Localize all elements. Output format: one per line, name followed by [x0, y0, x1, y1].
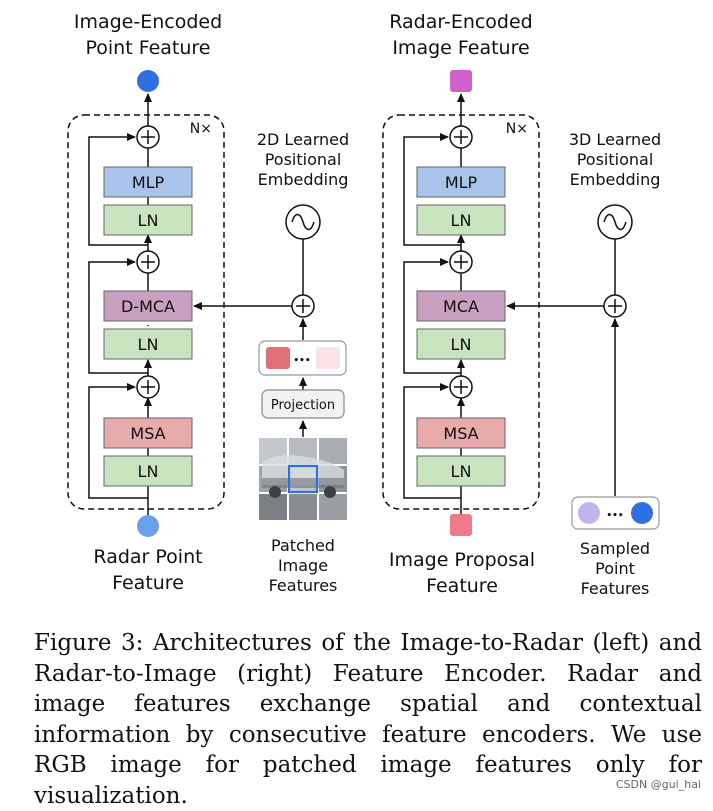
- right-pos-add: [603, 294, 627, 318]
- left-residual-add-mid: [136, 250, 160, 274]
- right-side-label-line3: Features: [581, 579, 650, 598]
- left-residual-add-bot: [136, 375, 160, 399]
- projection-label: Projection: [271, 398, 335, 413]
- left-residual-add-top: [136, 125, 160, 149]
- right-output-token: [450, 70, 472, 92]
- left-input-label-line2: Feature: [112, 572, 184, 594]
- right-residual-add-bot: [449, 375, 473, 399]
- right-ln-bot-label: LN: [451, 462, 472, 481]
- left-output-label-line2: Point Feature: [85, 37, 210, 59]
- left-input-token: [137, 515, 159, 537]
- right-input-token: [450, 514, 472, 536]
- right-mca-block: [416, 290, 506, 322]
- right-input-label-line1: Image Proposal: [389, 549, 535, 571]
- right-ln-bot-block: [416, 455, 506, 487]
- left-input-label-line1: Radar Point: [93, 546, 202, 568]
- left-side-label-line3: Features: [269, 576, 338, 595]
- sinusoid-icon: [285, 204, 321, 240]
- right-mca-label: MCA: [443, 297, 479, 316]
- patched-image-grid: [259, 438, 347, 520]
- left-ln-mid-block: [103, 328, 193, 360]
- projection-block: [261, 389, 345, 419]
- right-output-label-line1: Radar-Encoded: [389, 11, 533, 33]
- left-skip-top: [88, 133, 148, 246]
- right-skip-top: [403, 133, 461, 246]
- left-token-ellipsis: •••: [293, 356, 310, 366]
- point-token-strong: [631, 502, 653, 524]
- right-side-input: 3D Learned Positional Embedding ••• Samp…: [506, 130, 661, 598]
- left-pos-embed-line3: Embedding: [258, 170, 349, 189]
- left-ln-top-label: LN: [138, 211, 159, 230]
- right-mlp-block: [416, 166, 506, 198]
- right-repeat-label: N×: [506, 121, 528, 137]
- left-pos-embed-line1: 2D Learned: [257, 130, 349, 149]
- left-encoder-frame: [67, 114, 225, 510]
- left-ln-top-block: [103, 204, 193, 236]
- left-output-label-line1: Image-Encoded: [74, 11, 222, 33]
- left-side-label-line2: Image: [278, 556, 328, 575]
- left-token-sequence: •••: [258, 340, 347, 376]
- sinusoid-icon: [597, 204, 633, 240]
- left-mlp-label: MLP: [132, 173, 165, 192]
- right-pos-embed-line1: 3D Learned: [569, 130, 661, 149]
- right-residual-add-top: [449, 125, 473, 149]
- right-point-sequence: •••: [571, 496, 660, 530]
- left-dmca-label: D-MCA: [121, 297, 175, 316]
- token-strong: [266, 347, 290, 369]
- left-output-token: [137, 70, 159, 92]
- right-ln-mid-block: [416, 328, 506, 360]
- right-msa-block: [416, 417, 506, 449]
- left-repeat-label: N×: [190, 121, 212, 137]
- left-skip-middle: [88, 258, 148, 374]
- right-skip-middle: [403, 258, 461, 374]
- encoder-architecture-diagram: Image-Encoded Point Feature N× MLP LN D-…: [67, 11, 661, 598]
- figure-caption: Figure 3: Architectures of the Image-to-…: [34, 630, 702, 809]
- right-mlp-label: MLP: [445, 173, 478, 192]
- right-pos-embed-line3: Embedding: [570, 170, 661, 189]
- right-input-label-line2: Feature: [426, 575, 498, 597]
- right-ln-mid-label: LN: [451, 335, 472, 354]
- image-to-radar-encoder: Image-Encoded Point Feature N× MLP LN D-…: [67, 11, 225, 594]
- left-mlp-block: [103, 166, 193, 198]
- right-ln-top-block: [416, 204, 506, 236]
- right-skip-bottom: [403, 383, 461, 499]
- left-side-label-line1: Patched: [271, 536, 335, 555]
- left-msa-label: MSA: [130, 424, 165, 443]
- selected-patch: [287, 464, 319, 494]
- right-residual-add-mid: [449, 250, 473, 274]
- token-faint: [316, 347, 340, 369]
- right-side-label-line2: Point: [595, 559, 635, 578]
- left-pos-embed-line2: Positional: [265, 150, 342, 169]
- left-ln-mid-label: LN: [138, 335, 159, 354]
- left-dmca-block: [103, 290, 193, 322]
- radar-to-image-encoder: Radar-Encoded Image Feature N× MLP LN MC…: [382, 11, 540, 597]
- right-side-label-line1: Sampled: [580, 539, 650, 558]
- right-msa-label: MSA: [443, 424, 478, 443]
- left-skip-bottom: [88, 383, 148, 499]
- left-ln-bot-block: [103, 455, 193, 487]
- right-ln-top-label: LN: [451, 211, 472, 230]
- right-pos-embed-line2: Positional: [577, 150, 654, 169]
- left-pos-add: [291, 294, 315, 318]
- watermark: CSDN @gui_hai: [615, 778, 701, 791]
- point-token-faint: [578, 502, 600, 524]
- left-side-input: 2D Learned Positional Embedding ••• Proj…: [193, 130, 349, 595]
- right-token-ellipsis: •••: [606, 511, 623, 521]
- left-ln-bot-label: LN: [138, 462, 159, 481]
- right-output-label-line2: Image Feature: [392, 37, 529, 59]
- left-msa-block: [103, 417, 193, 449]
